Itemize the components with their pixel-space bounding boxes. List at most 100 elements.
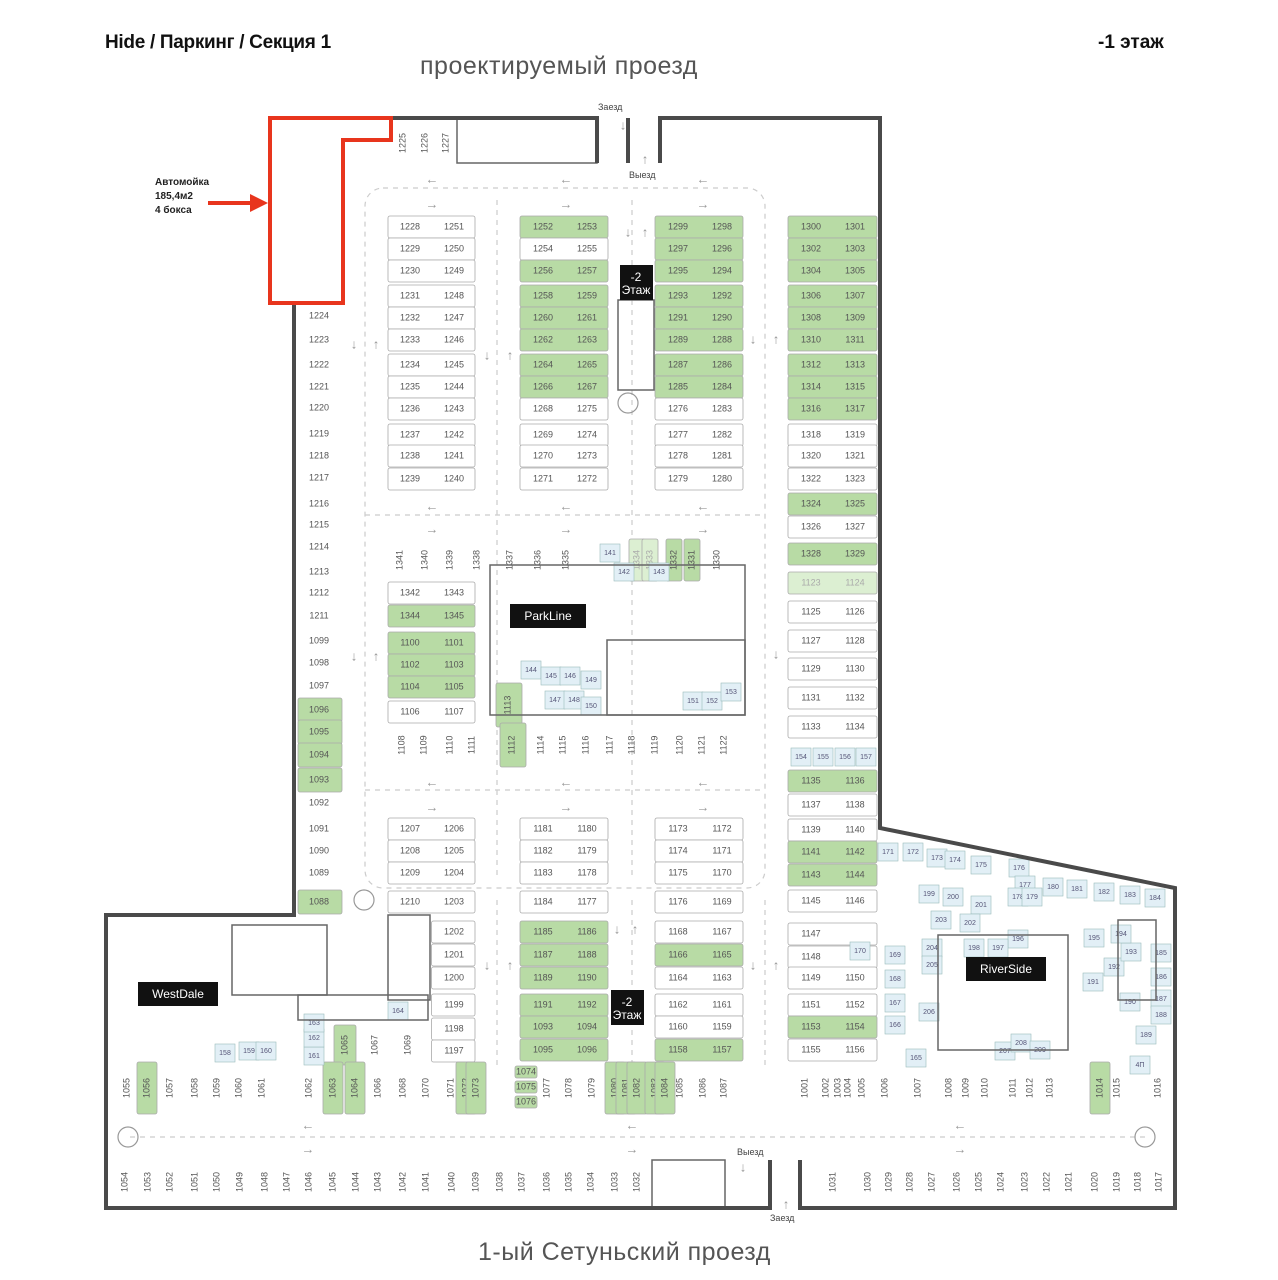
parking-spot-row[interactable]: [519, 943, 609, 967]
parking-spot[interactable]: [683, 538, 701, 582]
parking-spot-row[interactable]: [519, 328, 609, 352]
storage-unit[interactable]: [855, 747, 877, 767]
parking-spot-row[interactable]: [519, 467, 609, 491]
building-badge[interactable]: [138, 982, 218, 1006]
parking-spot-row[interactable]: [387, 467, 476, 491]
storage-unit[interactable]: [1144, 888, 1166, 908]
parking-spot-row[interactable]: [787, 889, 878, 913]
parking-spot-row[interactable]: [431, 966, 476, 990]
storage-unit[interactable]: [942, 887, 964, 907]
parking-spot[interactable]: [297, 742, 343, 768]
storage-unit[interactable]: [884, 1015, 906, 1035]
parking-spot-row[interactable]: [787, 467, 878, 491]
parking-spot-row[interactable]: [787, 863, 878, 887]
storage-unit[interactable]: [790, 747, 812, 767]
parking-spot-row[interactable]: [787, 922, 878, 946]
parking-spot-row[interactable]: [654, 1038, 744, 1062]
storage-unit[interactable]: [580, 670, 602, 690]
parking-spot-row[interactable]: [654, 966, 744, 990]
storage-unit[interactable]: [1093, 882, 1115, 902]
building-riverside[interactable]: RiverSide: [966, 957, 1046, 981]
storage-unit[interactable]: [255, 1041, 277, 1061]
parking-spot-row[interactable]: [387, 861, 476, 885]
storage-unit[interactable]: [1135, 1025, 1157, 1045]
parking-spot-row[interactable]: [787, 444, 878, 468]
parking-spot[interactable]: [1089, 1061, 1111, 1115]
storage-unit[interactable]: [970, 895, 992, 915]
parking-spot-row[interactable]: [787, 629, 878, 653]
parking-spot-row[interactable]: [787, 492, 878, 516]
parking-spot[interactable]: [514, 1080, 538, 1094]
parking-spot-row[interactable]: [387, 259, 476, 283]
parking-spot-row[interactable]: [654, 328, 744, 352]
storage-unit[interactable]: [214, 1043, 236, 1063]
storage-unit[interactable]: [648, 562, 670, 582]
parking-spot-row[interactable]: [787, 542, 878, 566]
parking-spot[interactable]: [297, 767, 343, 793]
parking-spot-row[interactable]: [431, 1039, 476, 1063]
building-badge[interactable]: [966, 957, 1046, 981]
storage-unit[interactable]: [944, 850, 966, 870]
storage-unit[interactable]: [1129, 1055, 1151, 1075]
storage-unit[interactable]: [1119, 885, 1141, 905]
parking-spot-row[interactable]: [787, 397, 878, 421]
storage-unit[interactable]: [1042, 877, 1064, 897]
parking-spot-row[interactable]: [387, 675, 476, 699]
parking-spot-row[interactable]: [654, 861, 744, 885]
building-badge[interactable]: [510, 604, 586, 628]
storage-unit[interactable]: [905, 1048, 927, 1068]
parking-spot-row[interactable]: [431, 993, 476, 1017]
storage-unit[interactable]: [559, 666, 581, 686]
parking-spot-row[interactable]: [787, 840, 878, 864]
parking-spot-row[interactable]: [787, 715, 878, 739]
parking-spot-row[interactable]: [654, 467, 744, 491]
storage-unit[interactable]: [613, 562, 635, 582]
parking-spot[interactable]: [514, 1095, 538, 1109]
storage-unit[interactable]: [1066, 879, 1088, 899]
parking-spot-row[interactable]: [519, 1015, 609, 1039]
storage-unit[interactable]: [930, 910, 952, 930]
parking-spot[interactable]: [465, 1061, 487, 1115]
parking-spot-row[interactable]: [654, 397, 744, 421]
parking-spot-row[interactable]: [519, 966, 609, 990]
parking-spot[interactable]: [665, 538, 683, 582]
storage-unit[interactable]: [1021, 887, 1043, 907]
parking-spot-row[interactable]: [431, 920, 476, 944]
parking-spot-row[interactable]: [787, 769, 878, 793]
parking-spot-row[interactable]: [787, 600, 878, 624]
storage-unit[interactable]: [599, 543, 621, 563]
parking-spot-row[interactable]: [787, 515, 878, 539]
building-westdale[interactable]: WestDale: [138, 982, 218, 1006]
parking-spot-row[interactable]: [387, 700, 476, 724]
storage-unit[interactable]: [902, 842, 924, 862]
storage-unit[interactable]: [1150, 1005, 1172, 1025]
parking-spot-row[interactable]: [787, 1015, 878, 1039]
storage-unit[interactable]: [921, 955, 943, 975]
parking-spot-row[interactable]: [387, 328, 476, 352]
storage-unit[interactable]: [877, 842, 899, 862]
parking-spot-row[interactable]: [654, 444, 744, 468]
storage-unit[interactable]: [884, 993, 906, 1013]
parking-spot-row[interactable]: [519, 861, 609, 885]
parking-spot-row[interactable]: [519, 444, 609, 468]
parking-spot-row[interactable]: [387, 444, 476, 468]
storage-unit[interactable]: [1083, 928, 1105, 948]
storage-unit[interactable]: [1110, 924, 1132, 944]
storage-unit[interactable]: [1119, 992, 1141, 1012]
parking-spot-row[interactable]: [387, 604, 476, 628]
storage-unit[interactable]: [884, 969, 906, 989]
parking-spot-row[interactable]: [654, 890, 744, 914]
parking-spot[interactable]: [499, 722, 527, 768]
storage-unit[interactable]: [303, 1013, 325, 1033]
storage-unit[interactable]: [884, 945, 906, 965]
parking-spot-row[interactable]: [519, 1038, 609, 1062]
parking-spot-row[interactable]: [787, 657, 878, 681]
parking-spot[interactable]: [297, 889, 343, 915]
parking-spot-row[interactable]: [519, 259, 609, 283]
storage-unit[interactable]: [970, 855, 992, 875]
parking-spot-row[interactable]: [387, 890, 476, 914]
building-parkline[interactable]: ParkLine: [510, 604, 586, 628]
parking-spot-row[interactable]: [654, 920, 744, 944]
parking-spot-row[interactable]: [387, 581, 476, 605]
parking-spot[interactable]: [136, 1061, 158, 1115]
